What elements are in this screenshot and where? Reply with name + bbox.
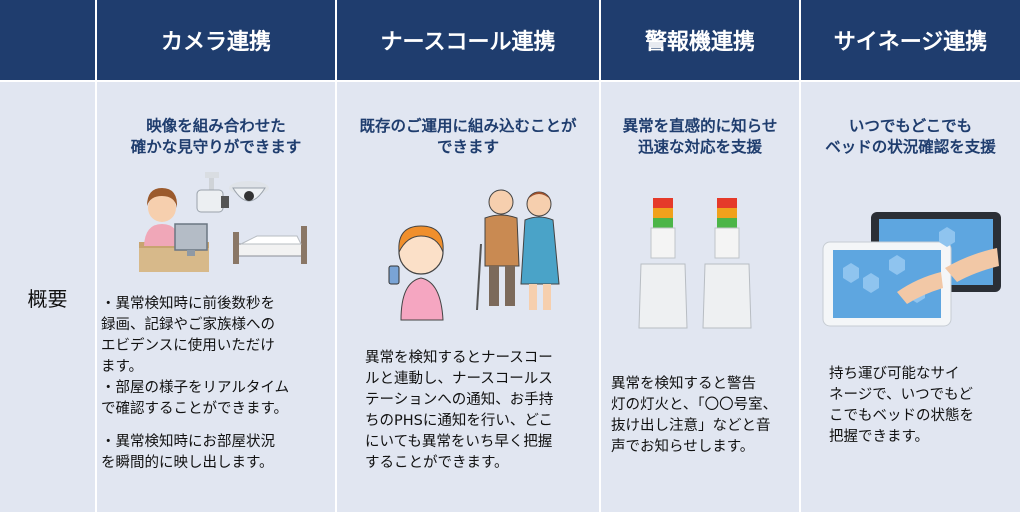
nurse-call-title: 既存のご運用に組み込むことが できます [359, 117, 577, 156]
tablet-signage-illustration [822, 212, 1001, 327]
camera-description: ・異常検知時に前後数秒を 録画、記録やご家族様への エビデンスに使用いただけ ま… [101, 296, 290, 471]
row-label-overview: 概要 [0, 82, 95, 512]
nurse-phone-elderly-illustration [388, 189, 560, 321]
alarm-title: 異常を直感的に知らせ 迅速な対応を支援 [622, 117, 778, 156]
header-camera: カメラ連携 [97, 0, 335, 80]
nurse-call-description: 異常を検知するとナースコー ルと連動し、ナースコールス テーションへの通知、お手… [365, 350, 554, 471]
signal-tower-light-illustration [638, 198, 752, 329]
camera-title: 映像を組み合わせた 確かな見守りができます [130, 117, 302, 156]
header-signage: サイネージ連携 [801, 0, 1020, 80]
signage-description: 持ち運び可能なサイ ネージで、いつでもど こでもベッドの状態を 把握できます。 [829, 366, 974, 445]
header-corner [0, 0, 95, 80]
header-nurse-call: ナースコール連携 [337, 0, 599, 80]
cell-signage: いつでもどこでも ベッドの状況確認を支援 持ち運び可能なサイ ネージで、いつでも… [801, 82, 1020, 512]
cell-camera: 映像を組み合わせた 確かな見守りができます [97, 82, 335, 512]
cell-nurse-call: 既存のご運用に組み込むことが できます 異常を検知するとナースコー ルと連動し、… [337, 82, 599, 512]
cell-alarm: 異常を直感的に知らせ 迅速な対応を支援 異常を検知すると警告 灯の灯火と、「〇〇… [601, 82, 799, 512]
header-alarm: 警報機連携 [601, 0, 799, 80]
staff-camera-bed-illustration [139, 172, 307, 272]
signage-title: いつでもどこでも ベッドの状況確認を支援 [825, 117, 996, 156]
alarm-description: 異常を検知すると警告 灯の灯火と、「〇〇号室、 抜け出し注意」などと音 声でお知… [611, 376, 778, 455]
